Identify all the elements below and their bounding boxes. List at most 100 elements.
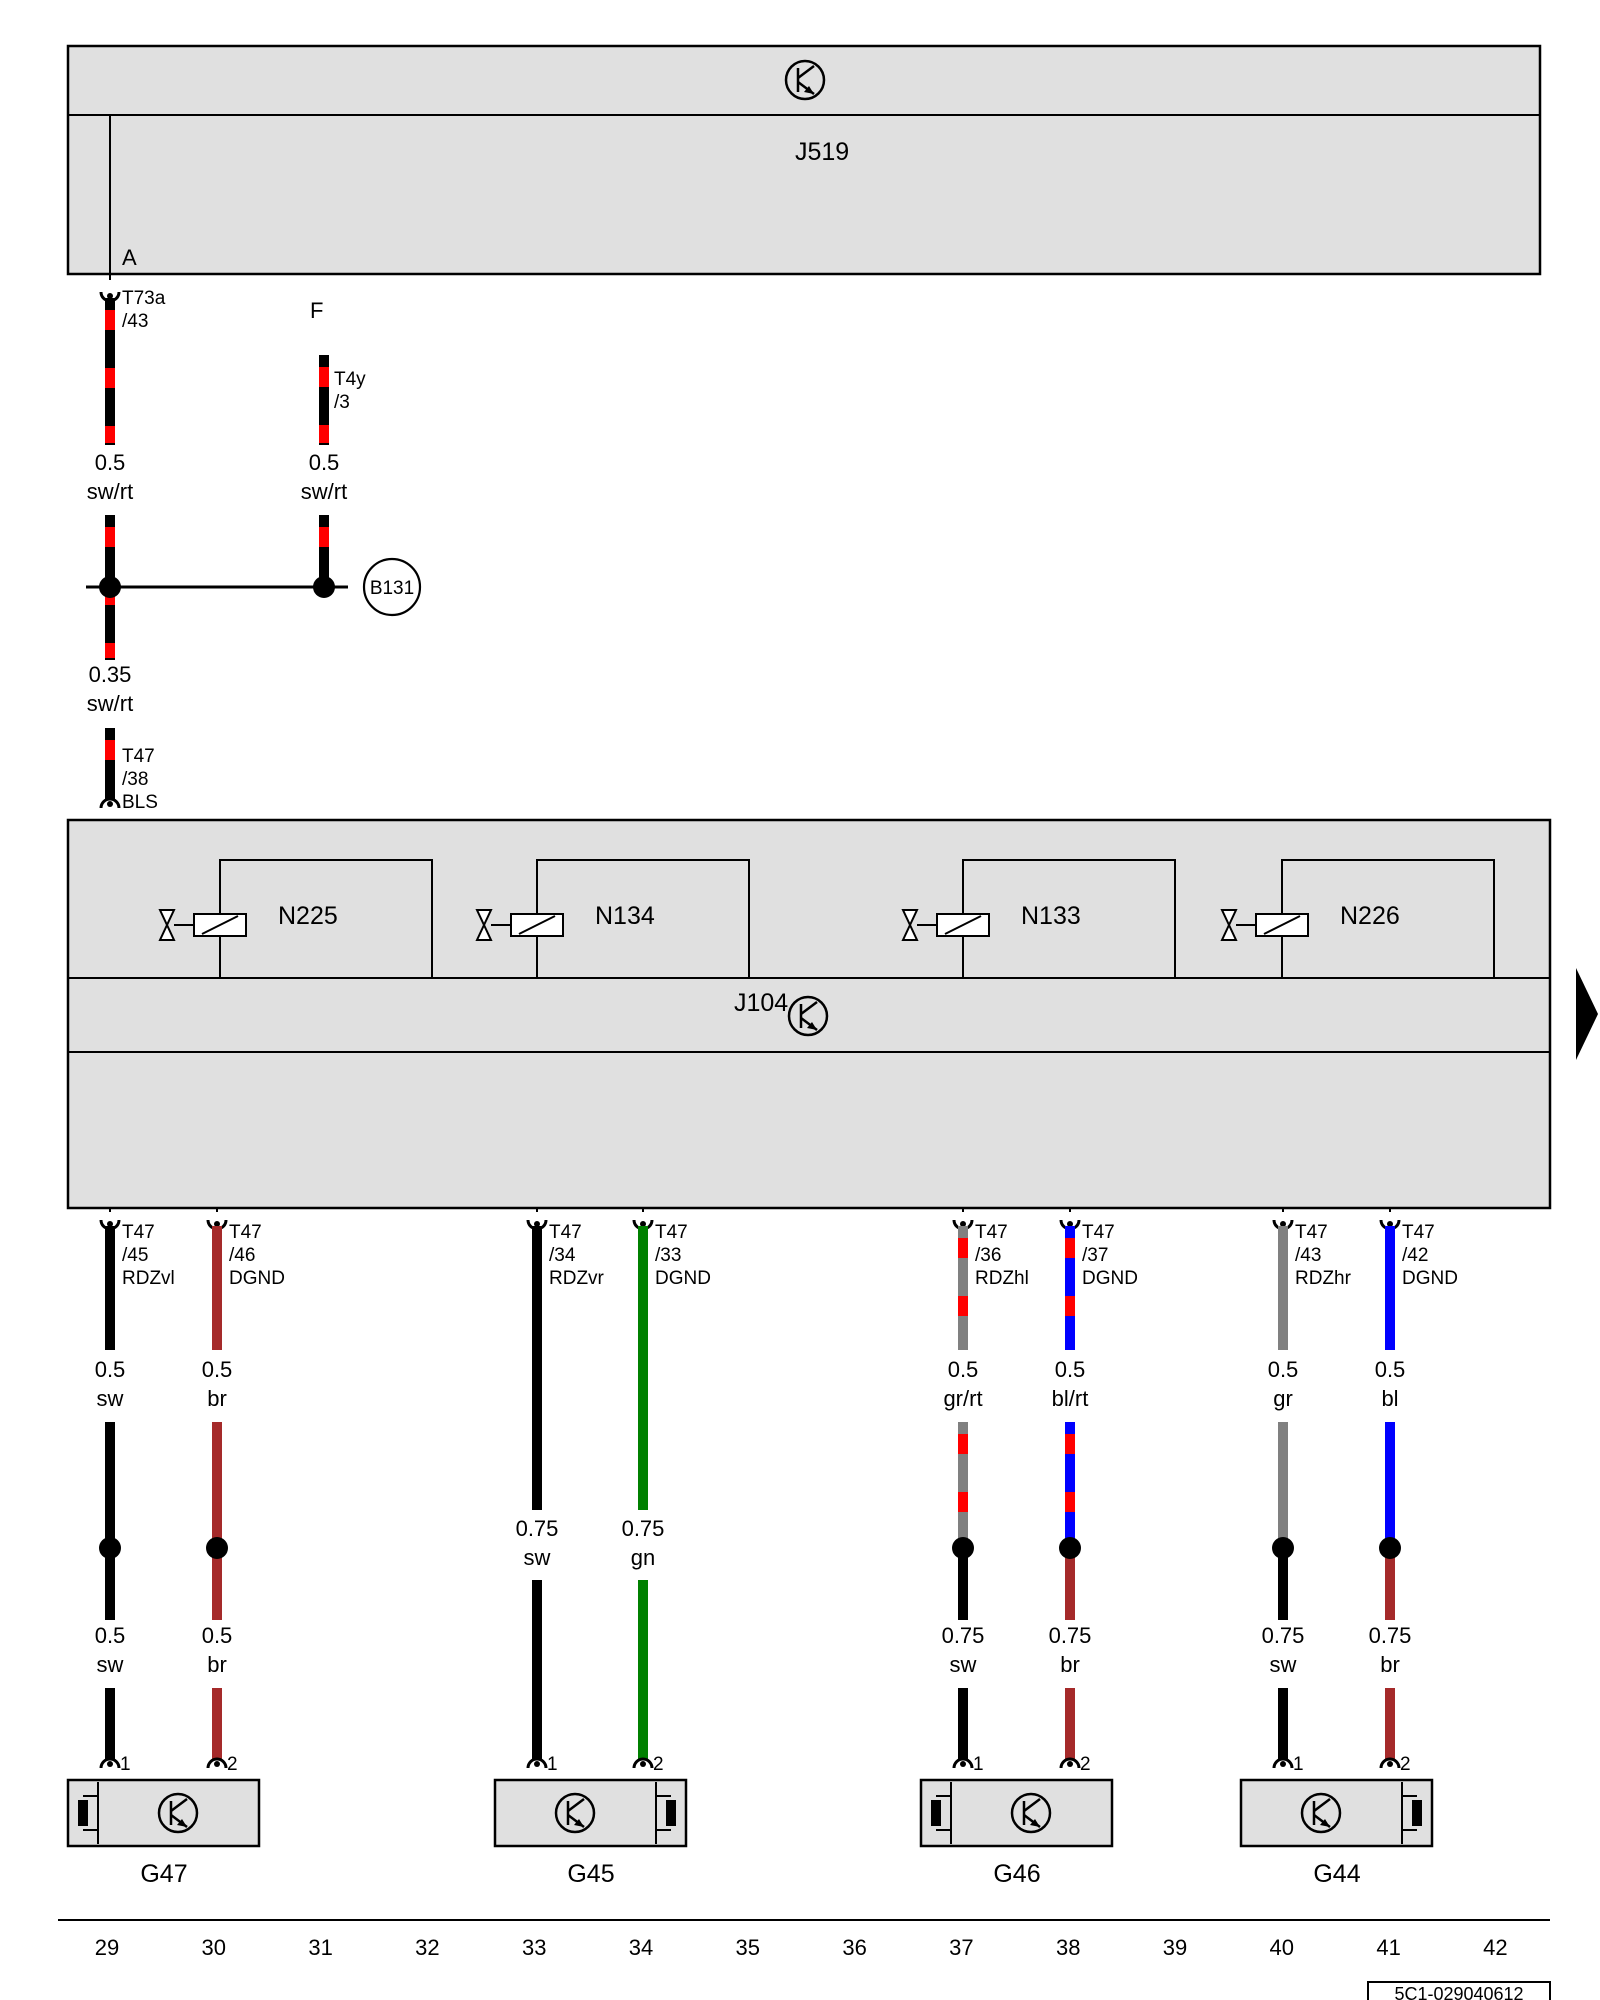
wire-color-label: sw: [1270, 1652, 1297, 1677]
solenoid-slash: [1263, 915, 1301, 935]
valve-name: N226: [1340, 902, 1400, 930]
sensor-name: G45: [567, 1860, 614, 1888]
wire-color-label: sw: [524, 1545, 551, 1570]
wire-color-label: gr/rt: [943, 1386, 982, 1411]
valve-icon: [475, 909, 493, 941]
connector-arc: [99, 1757, 121, 1769]
connector-pin: [107, 293, 113, 299]
solenoid-slash: [201, 915, 239, 935]
valve-n226: N226: [1220, 859, 1495, 978]
connector-label: /36: [975, 1245, 1001, 1266]
transistor-collector: [567, 1798, 585, 1812]
connector-pin: [1280, 1221, 1286, 1227]
document-ref: 5C1-029040612: [1394, 1984, 1523, 2000]
splice-dot: [313, 576, 335, 598]
mid-module-box: [66, 818, 1552, 1210]
wire-color-label: br: [1060, 1652, 1080, 1677]
connector-label: T47: [655, 1222, 688, 1243]
valve-n133: N133: [901, 859, 1176, 978]
connector-pin: [214, 1221, 220, 1227]
connector-label: /42: [1402, 1245, 1428, 1266]
transistor-icon: [554, 1792, 596, 1834]
connector-label: /38: [122, 769, 148, 790]
grid-number: 37: [949, 1935, 973, 1960]
connector-arc: [1272, 1757, 1294, 1769]
transistor-collector: [1313, 1798, 1331, 1812]
connector-arc: [1379, 1757, 1401, 1769]
resistor-icon: [1412, 1800, 1422, 1826]
wire-size-label: 0.5: [948, 1357, 979, 1382]
splice-dot: [1059, 1537, 1081, 1559]
connector-label: T47: [1295, 1222, 1328, 1243]
valve-icon: [901, 909, 919, 941]
transistor-icon: [1010, 1792, 1052, 1834]
connector-label: /37: [1082, 1245, 1108, 1266]
grid-number: 39: [1163, 1935, 1187, 1960]
resistor-icon: [931, 1800, 941, 1826]
connector-pin: [960, 1761, 966, 1767]
connector-label: DGND: [1082, 1268, 1138, 1289]
sensor-box: [493, 1778, 688, 1848]
connector-arc: [952, 1757, 974, 1769]
transistor-ring: [1300, 1792, 1342, 1834]
wire-color-label: sw: [97, 1652, 124, 1677]
wire-size-label: 0.5: [95, 450, 126, 475]
transistor-arrow: [574, 1819, 584, 1827]
wire-color-label: br: [207, 1652, 227, 1677]
grid-number: 36: [842, 1935, 866, 1960]
solenoid-slash: [518, 915, 556, 935]
connector-pin: [1387, 1221, 1393, 1227]
sensor-name: G47: [140, 1860, 187, 1888]
sensor-pin-label: 1: [547, 1754, 558, 1775]
valve-name: N134: [595, 902, 655, 930]
connector-label: /33: [655, 1245, 681, 1266]
grid-number: 30: [202, 1935, 226, 1960]
sensor-pin-label: 2: [653, 1754, 664, 1775]
valve-icon: [1220, 909, 1238, 941]
wire-color-label: sw: [97, 1386, 124, 1411]
grid-number: 34: [629, 1935, 653, 1960]
sensor-pin-label: 2: [1400, 1754, 1411, 1775]
connector-label: T73a: [122, 288, 166, 309]
wire-size-label: 0.75: [1049, 1623, 1092, 1648]
transistor-collector: [1023, 1798, 1041, 1812]
connector-label: RDZhl: [975, 1268, 1029, 1289]
connector-label: T47: [122, 746, 155, 767]
splice-dot: [1379, 1537, 1401, 1559]
sensor-pin-label: 2: [227, 1754, 238, 1775]
valve-name: N225: [278, 902, 338, 930]
wire-size-label: 0.35: [89, 662, 132, 687]
connector-pin: [960, 1221, 966, 1227]
valve-icon: [158, 909, 176, 941]
connector-arc: [632, 1757, 654, 1769]
mid-module-name: J104: [734, 989, 788, 1017]
wire-size-label: 0.5: [95, 1357, 126, 1382]
connector-pin: [1067, 1761, 1073, 1767]
connector-label: RDZvr: [549, 1268, 605, 1289]
resistor-lead: [1402, 1795, 1417, 1831]
resistor-lead: [936, 1795, 951, 1831]
connector-pin: [107, 1221, 113, 1227]
connector-label: T47: [1082, 1222, 1115, 1243]
resistor-icon: [666, 1800, 676, 1826]
valve-n225: N225: [158, 859, 433, 978]
transistor-icon: [787, 995, 829, 1037]
wire-size-label: 0.5: [1055, 1357, 1086, 1382]
connector-label: /46: [229, 1245, 255, 1266]
wire-color-label: sw/rt: [301, 479, 347, 504]
grid-number: 35: [736, 1935, 760, 1960]
grid-number: 32: [415, 1935, 439, 1960]
resistor-lead: [656, 1795, 671, 1831]
wire-color-label: br: [1380, 1652, 1400, 1677]
grid-number: 31: [308, 1935, 332, 1960]
connector-label: T47: [229, 1222, 262, 1243]
wires-layer: [86, 291, 1401, 1769]
connector-pin: [534, 1761, 540, 1767]
connector-label: T47: [549, 1222, 582, 1243]
solenoid-slash: [944, 915, 982, 935]
splice-dot: [206, 1537, 228, 1559]
top-module-box: [66, 44, 1542, 276]
connector-label: RDZhr: [1295, 1268, 1352, 1289]
